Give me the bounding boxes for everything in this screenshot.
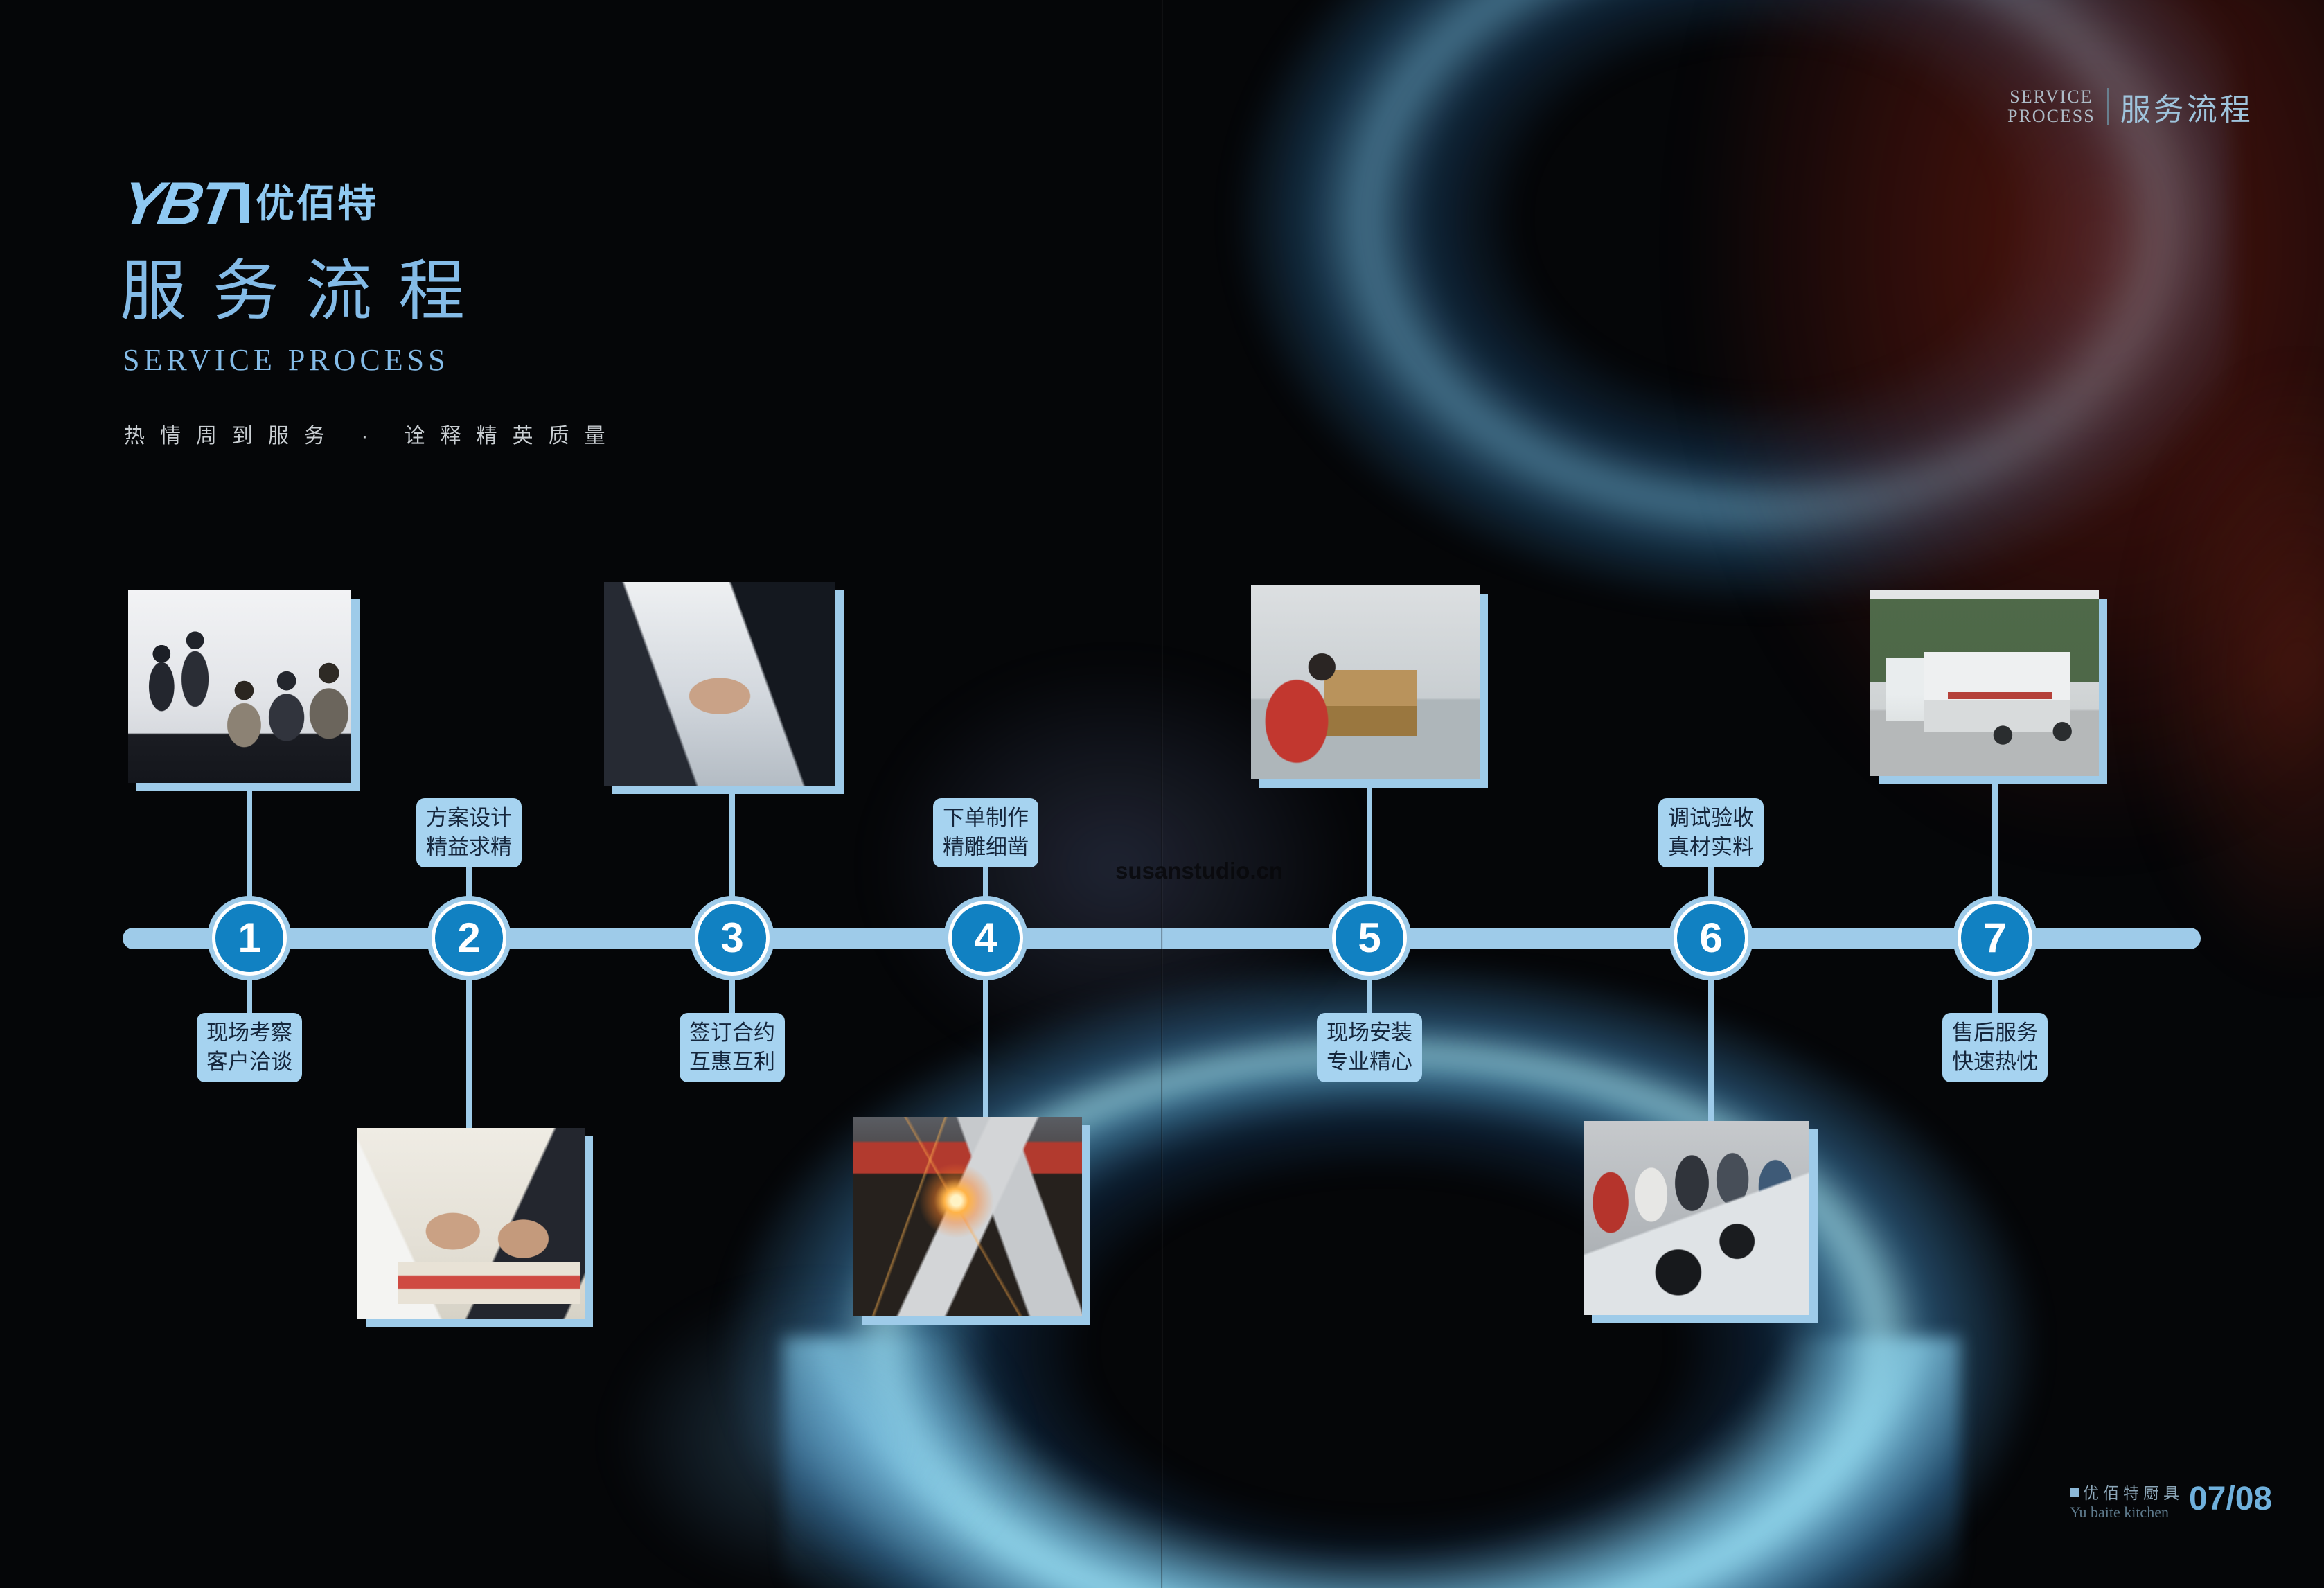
company-logo: YBT 优佰特 bbox=[116, 169, 378, 238]
connector-line bbox=[1992, 773, 1998, 901]
tagline: 热情周到服务 · 诠释精英质量 bbox=[124, 425, 621, 448]
node-circle: 6 bbox=[1674, 901, 1748, 976]
step-label-line1: 下单制作 bbox=[943, 806, 1029, 830]
logo-ybt-mark: YBT bbox=[116, 169, 240, 238]
step-label-line1: 方案设计 bbox=[426, 806, 512, 830]
footer-brand-chinese: 优佰特厨具 bbox=[2083, 1484, 2183, 1502]
footer-brand-english: Yu baite kitchen bbox=[2070, 1503, 2169, 1521]
step-label-7: 售后服务 快速热忱 bbox=[1942, 1013, 2048, 1082]
node-number: 7 bbox=[1983, 915, 2007, 961]
connector-line bbox=[983, 978, 988, 1120]
node-circle: 2 bbox=[432, 901, 506, 976]
page-header: SERVICE PROCESS 服务流程 bbox=[2007, 85, 2253, 129]
footer-brand: 优佰特厨具 Yu baite kitchen bbox=[2070, 1480, 2183, 1521]
page-footer: 优佰特厨具 Yu baite kitchen 07/08 bbox=[2070, 1480, 2272, 1521]
service-vans-photo bbox=[1870, 590, 2099, 776]
timeline-node-5: 5 bbox=[1327, 896, 1412, 980]
timeline-node-4: 4 bbox=[943, 896, 1028, 980]
step-label-line1: 调试验收 bbox=[1668, 806, 1754, 830]
footer-brand-cn-row: 优佰特厨具 bbox=[2070, 1480, 2183, 1503]
timeline-node-6: 6 bbox=[1669, 896, 1753, 980]
step-label-line2: 专业精心 bbox=[1327, 1050, 1412, 1074]
footer-bullet-icon bbox=[2070, 1487, 2079, 1497]
node-circle: 3 bbox=[695, 901, 770, 976]
step-label-line1: 现场安装 bbox=[1327, 1021, 1412, 1045]
kitchen-install-photo bbox=[1251, 585, 1480, 779]
timeline-node-3: 3 bbox=[690, 896, 774, 980]
design-drafting-photo bbox=[357, 1128, 585, 1319]
connector-line bbox=[1708, 978, 1714, 1124]
red-flame-edge-glow bbox=[2134, 360, 2324, 984]
step-label-line1: 签订合约 bbox=[689, 1021, 775, 1045]
node-number: 1 bbox=[238, 915, 261, 961]
connector-line bbox=[1992, 978, 1998, 1016]
timeline-node-2: 2 bbox=[427, 896, 511, 980]
connector-line bbox=[729, 783, 735, 901]
step-label-line2: 真材实料 bbox=[1668, 835, 1754, 859]
connector-line bbox=[983, 865, 988, 899]
timeline-node-1: 1 bbox=[207, 896, 292, 980]
page-fold-line bbox=[1161, 0, 1163, 1588]
header-chinese-label: 服务流程 bbox=[2120, 93, 2253, 127]
step-label-line2: 精雕细凿 bbox=[943, 835, 1029, 859]
node-number: 4 bbox=[974, 915, 997, 961]
step-label-line1: 现场考察 bbox=[206, 1021, 292, 1045]
gas-burner-flames bbox=[783, 1337, 1960, 1588]
step-label-6: 调试验收 真材实料 bbox=[1658, 798, 1764, 867]
page-title: 服务流程 bbox=[120, 254, 491, 328]
connector-line bbox=[247, 780, 252, 901]
node-number: 5 bbox=[1358, 915, 1381, 961]
connector-line bbox=[1367, 777, 1372, 901]
step-label-4: 下单制作 精雕细凿 bbox=[933, 798, 1038, 867]
header-en-line1: SERVICE bbox=[2010, 87, 2093, 107]
watermark: susanstudio.cn bbox=[1115, 858, 1284, 883]
connector-line bbox=[1708, 865, 1714, 899]
node-circle: 5 bbox=[1332, 901, 1407, 976]
connector-line bbox=[1367, 978, 1372, 1016]
connector-line bbox=[466, 978, 472, 1131]
logo-chinese-name: 优佰特 bbox=[240, 184, 378, 223]
flame-wisp bbox=[610, 1282, 1025, 1588]
step-label-line2: 精益求精 bbox=[426, 835, 512, 859]
contract-handshake-photo bbox=[604, 582, 835, 786]
timeline-node-7: 7 bbox=[1953, 896, 2037, 980]
step-label-1: 现场考察 客户洽谈 bbox=[197, 1013, 302, 1082]
step-label-line1: 售后服务 bbox=[1952, 1021, 2038, 1045]
node-circle: 4 bbox=[948, 901, 1023, 976]
step-label-2: 方案设计 精益求精 bbox=[416, 798, 522, 867]
node-circle: 7 bbox=[1958, 901, 2032, 976]
connector-line bbox=[729, 978, 735, 1016]
page-number: 07/08 bbox=[2189, 1481, 2273, 1517]
page-title-english: SERVICE PROCESS bbox=[123, 343, 450, 377]
office-meeting-photo bbox=[128, 590, 351, 783]
step-label-5: 现场安装 专业精心 bbox=[1317, 1013, 1422, 1082]
node-circle: 1 bbox=[212, 901, 287, 976]
step-label-line2: 快速热忱 bbox=[1952, 1050, 2038, 1074]
header-en-line2: PROCESS bbox=[2007, 106, 2095, 126]
node-number: 6 bbox=[1699, 915, 1723, 961]
step-label-3: 签订合约 互惠互利 bbox=[680, 1013, 785, 1082]
node-number: 3 bbox=[720, 915, 744, 961]
step-label-line2: 客户洽谈 bbox=[206, 1050, 292, 1074]
header-divider bbox=[2106, 88, 2109, 125]
acceptance-inspection-photo bbox=[1584, 1121, 1809, 1315]
step-label-line2: 互惠互利 bbox=[689, 1050, 775, 1074]
connector-line bbox=[247, 978, 252, 1016]
node-number: 2 bbox=[457, 915, 481, 961]
header-english-label: SERVICE PROCESS bbox=[2007, 87, 2095, 126]
connector-line bbox=[466, 865, 472, 899]
laser-cutting-photo bbox=[853, 1117, 1082, 1316]
